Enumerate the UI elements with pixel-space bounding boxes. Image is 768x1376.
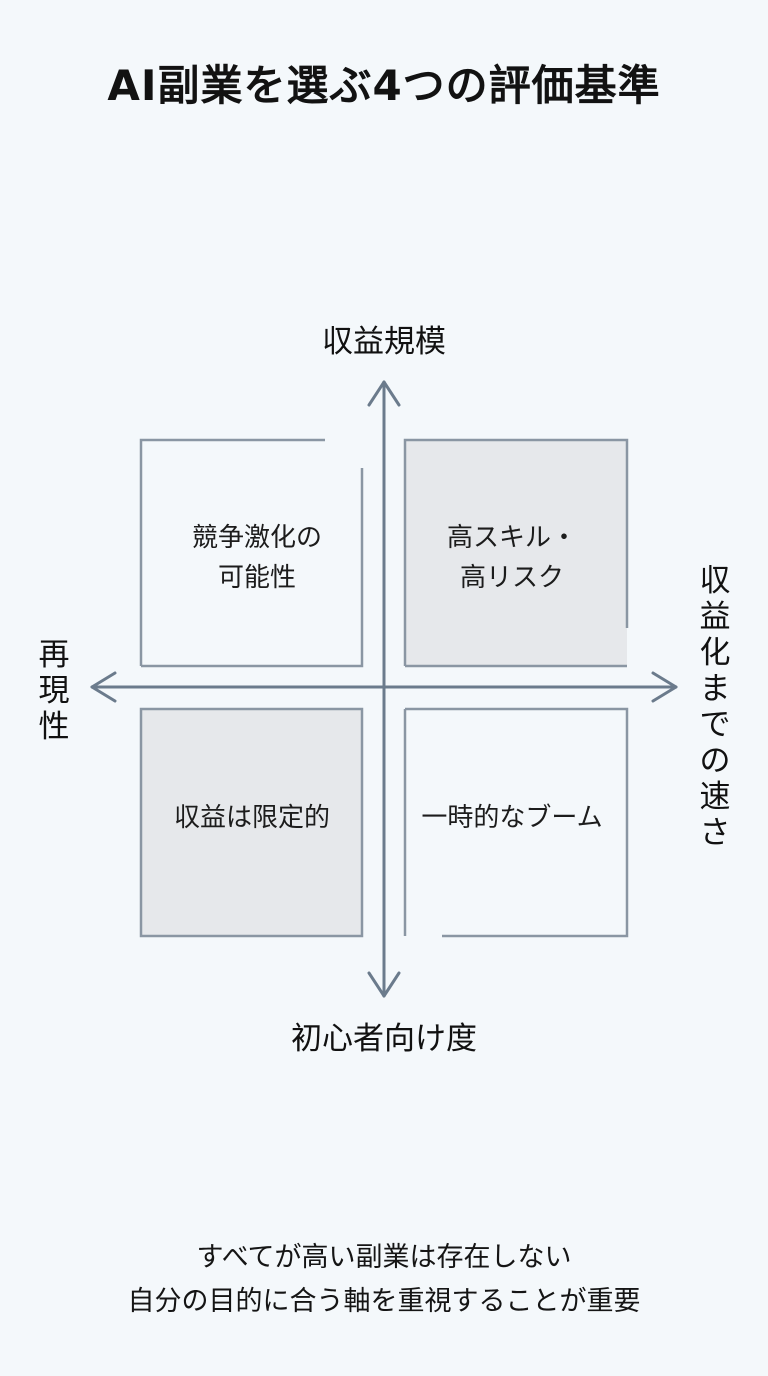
quadrant-top-left-frame [139,438,364,668]
axis-label-left-char: 性 [39,709,70,745]
vertical-axis-arrow [367,380,401,998]
quadrant-top-left-line: 競争激化の [192,523,322,553]
quadrant-top-left-line: 可能性 [218,563,296,593]
axis-label-right: 収 益 化 ま で の 速 さ [700,563,731,851]
footer-line-1: すべてが高い副業は存在しない [196,1242,572,1273]
quadrant-top-right-text: 高スキル・ 高リスク [447,523,577,593]
page-title: AI副業を選ぶ4つの評価基準 [107,61,661,110]
axis-label-left-char: 再 [39,637,70,673]
quadrant-top-right-frame [403,438,629,668]
axis-label-right-char: 益 [700,599,731,635]
quadrant-bottom-left-frame [139,707,364,938]
horizontal-axis-arrow [90,671,678,703]
axis-label-right-char: で [700,707,731,743]
quadrant-bottom-right-frame [403,707,629,938]
footer-line-2: 自分の目的に合う軸を重視することが重要 [127,1286,641,1317]
quadrant-top-right-fill [405,440,627,666]
axis-label-left: 再 現 性 [39,637,70,745]
axis-label-bottom: 初心者向け度 [291,1021,477,1057]
quadrant-top-left-text: 競争激化の 可能性 [192,523,322,593]
axis-label-right-char: ま [700,671,731,707]
quadrant-bottom-left-fill [141,709,362,936]
axis-label-right-char: さ [700,815,731,851]
axis-label-top: 収益規模 [322,324,446,360]
axis-label-right-char: 収 [700,563,731,599]
axis-label-left-char: 現 [39,673,70,709]
axis-label-right-char: 速 [700,779,731,815]
footer-note: すべてが高い副業は存在しない 自分の目的に合う軸を重視することが重要 [0,1236,768,1324]
quadrant-bottom-right-text: 一時的なブーム [421,803,602,833]
quadrant-top-right-line: 高リスク [460,563,564,593]
axis-label-right-char: 化 [700,635,731,671]
axis-label-right-char: の [700,743,731,779]
quadrant-top-right-line: 高スキル・ [447,523,577,553]
quadrant-bottom-left-text: 収益は限定的 [174,803,330,833]
